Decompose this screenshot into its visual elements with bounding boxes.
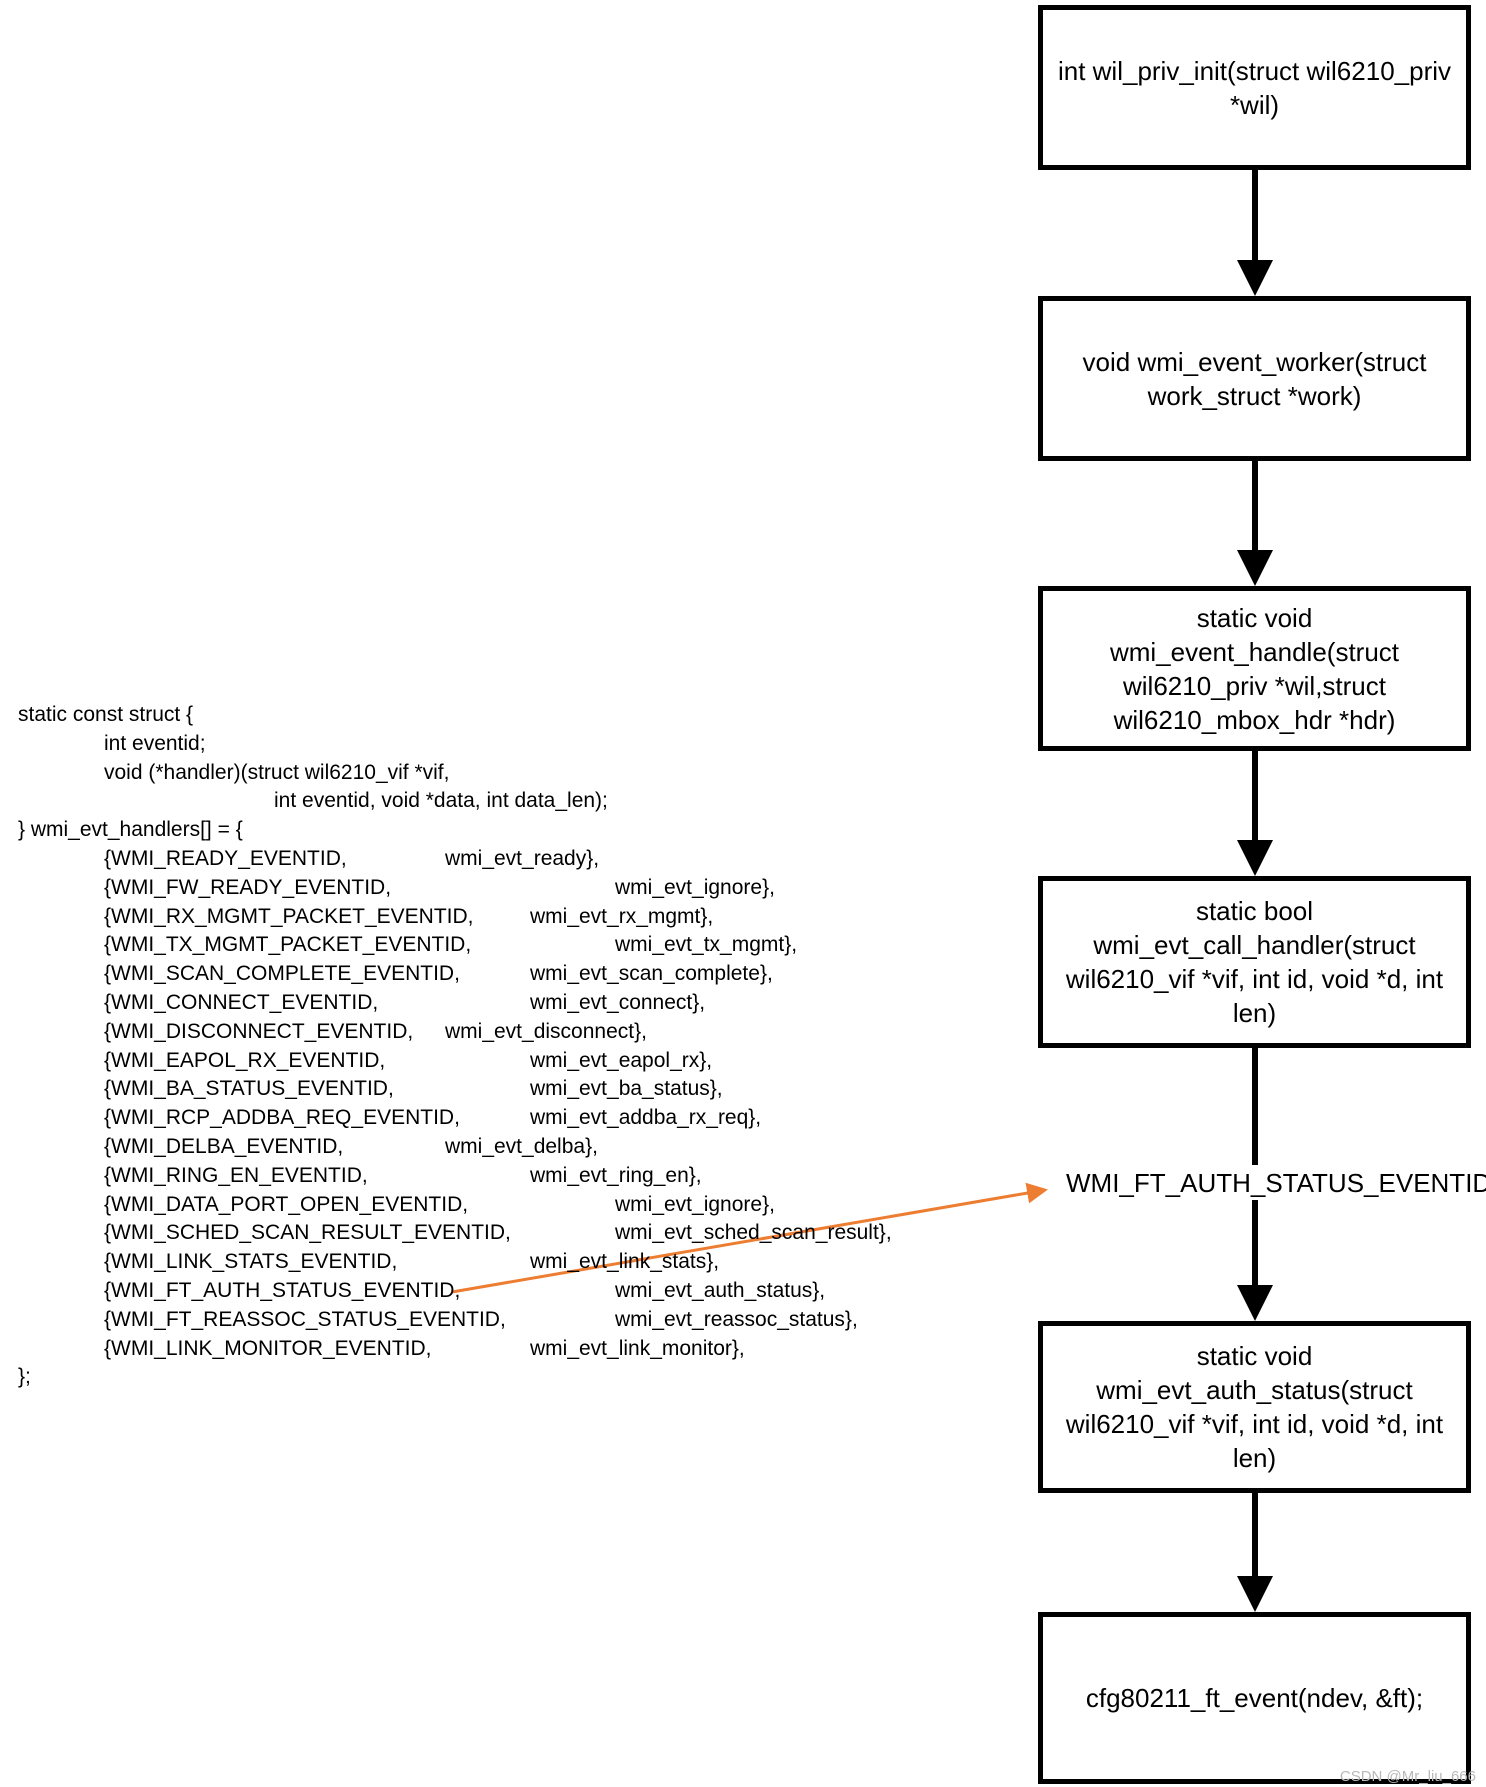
flow-box-text: static bool wmi_evt_call_handler(struct … <box>1065 896 1444 1028</box>
code-entry-handler: wmi_evt_tx_mgmt}, <box>615 933 798 957</box>
flow-box-text: static void wmi_event_handle(struct wil6… <box>1109 602 1400 735</box>
code-footer-line: }; <box>18 1365 31 1389</box>
code-entry-handler: wmi_evt_ignore}, <box>615 875 775 899</box>
watermark: CSDN @Mr_liu_666 <box>1339 1768 1476 1785</box>
flow-box-text: void wmi_event_worker(struct work_struct… <box>1082 346 1427 411</box>
code-entry-handler: wmi_evt_sched_scan_result}, <box>615 1221 892 1245</box>
code-entry-event: {WMI_SCHED_SCAN_RESULT_EVENTID, <box>104 1221 511 1245</box>
flow-box-text: int wil_priv_init(struct wil6210_priv *w… <box>1057 55 1452 120</box>
code-entry-handler: wmi_evt_auth_status}, <box>615 1279 826 1302</box>
code-entry-event: {WMI_READY_EVENTID, <box>104 847 347 870</box>
flow-box-text: static void wmi_evt_auth_status(struct w… <box>1065 1341 1444 1473</box>
code-entry-handler: wmi_evt_eapol_rx}, <box>530 1048 713 1072</box>
code-entry-event: {WMI_SCAN_COMPLETE_EVENTID, <box>104 962 460 986</box>
code-entry-event: {WMI_TX_MGMT_PACKET_EVENTID, <box>104 933 472 957</box>
flow-box-wmi-evt-call-handler: static bool wmi_evt_call_handler(struct … <box>1038 876 1471 1048</box>
code-entry-handler: wmi_evt_disconnect}, <box>445 1019 647 1043</box>
code-header-line: int eventid, void *data, int data_len); <box>274 789 608 813</box>
code-entry-event: {WMI_LINK_STATS_EVENTID, <box>104 1250 398 1274</box>
code-entry-handler: wmi_evt_reassoc_status}, <box>615 1307 858 1331</box>
code-entry-handler: wmi_evt_rx_mgmt}, <box>530 904 714 928</box>
flow-box-wmi-event-worker: void wmi_event_worker(struct work_struct… <box>1038 296 1471 461</box>
code-header-line: static const struct { <box>18 703 194 726</box>
code-entry-event: {WMI_FT_REASSOC_STATUS_EVENTID, <box>104 1307 506 1331</box>
code-entry-event: {WMI_DISCONNECT_EVENTID, <box>104 1019 414 1043</box>
flow-box-wil-priv-init: int wil_priv_init(struct wil6210_priv *w… <box>1038 5 1471 170</box>
code-entry-handler: wmi_evt_link_stats}, <box>530 1250 720 1274</box>
code-entry-event: {WMI_RX_MGMT_PACKET_EVENTID, <box>104 904 474 928</box>
code-entry-handler: wmi_evt_scan_complete}, <box>530 962 773 986</box>
code-entry-event: {WMI_BA_STATUS_EVENTID, <box>104 1077 394 1101</box>
event-id-label: WMI_FT_AUTH_STATUS_EVENTID <box>1062 1167 1486 1199</box>
code-entry-event: {WMI_RCP_ADDBA_REQ_EVENTID, <box>104 1106 460 1130</box>
flow-box-text: cfg80211_ft_event(ndev, &ft); <box>1085 1683 1424 1713</box>
code-entry-event: {WMI_DELBA_EVENTID, <box>104 1135 344 1158</box>
flow-box-wmi-event-handle: static void wmi_event_handle(struct wil6… <box>1038 586 1471 751</box>
code-entry-event: {WMI_RING_EN_EVENTID, <box>104 1163 368 1187</box>
code-entry-handler: wmi_evt_addba_rx_req}, <box>530 1106 762 1130</box>
code-entry-event: {WMI_DATA_PORT_OPEN_EVENTID, <box>104 1192 469 1216</box>
code-entry-event: {WMI_FT_AUTH_STATUS_EVENTID, <box>104 1279 461 1302</box>
code-entry-handler: wmi_evt_connect}, <box>530 991 706 1014</box>
code-entry-handler: wmi_evt_ring_en}, <box>530 1163 702 1187</box>
code-entry-handler: wmi_evt_delba}, <box>445 1135 598 1158</box>
code-entry-event: {WMI_FW_READY_EVENTID, <box>104 875 392 899</box>
code-entry-handler: wmi_evt_link_monitor}, <box>530 1336 745 1360</box>
code-header-line: } wmi_evt_handlers[] = { <box>18 818 243 842</box>
code-header-line: void (*handler)(struct wil6210_vif *vif, <box>104 760 450 784</box>
code-entry-handler: wmi_evt_ignore}, <box>615 1192 775 1216</box>
code-entry-handler: wmi_evt_ready}, <box>445 847 600 870</box>
code-entry-event: {WMI_CONNECT_EVENTID, <box>104 991 379 1014</box>
code-entry-handler: wmi_evt_ba_status}, <box>530 1077 723 1101</box>
code-header-line: int eventid; <box>104 731 206 755</box>
flow-box-wmi-evt-auth-status: static void wmi_evt_auth_status(struct w… <box>1038 1321 1471 1493</box>
flow-box-cfg80211-ft-event: cfg80211_ft_event(ndev, &ft); <box>1038 1612 1471 1784</box>
code-entry-event: {WMI_LINK_MONITOR_EVENTID, <box>104 1336 432 1360</box>
code-entry-event: {WMI_EAPOL_RX_EVENTID, <box>104 1048 386 1072</box>
highlight-arrow <box>451 1182 1048 1294</box>
